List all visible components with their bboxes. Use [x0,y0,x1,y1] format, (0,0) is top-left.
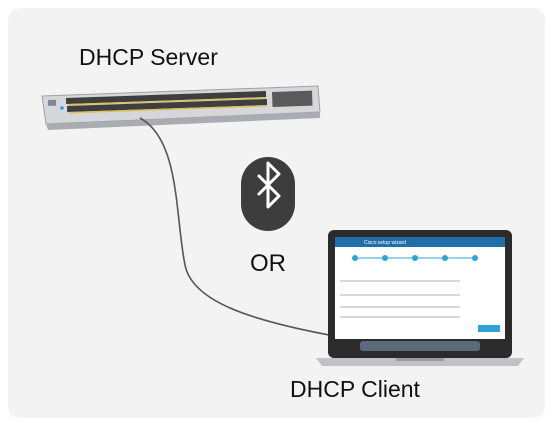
connection-cable [139,117,342,342]
network-switch-icon [41,85,321,130]
svg-text:Cisco setup wizard: Cisco setup wizard [364,240,406,246]
dhcp-server-label: DHCP Server [79,44,218,70]
dhcp-client-label: DHCP Client [290,376,420,402]
laptop-icon: Cisco setup wizard [316,230,524,366]
bluetooth-icon [241,157,295,231]
or-label: OR [250,250,286,277]
